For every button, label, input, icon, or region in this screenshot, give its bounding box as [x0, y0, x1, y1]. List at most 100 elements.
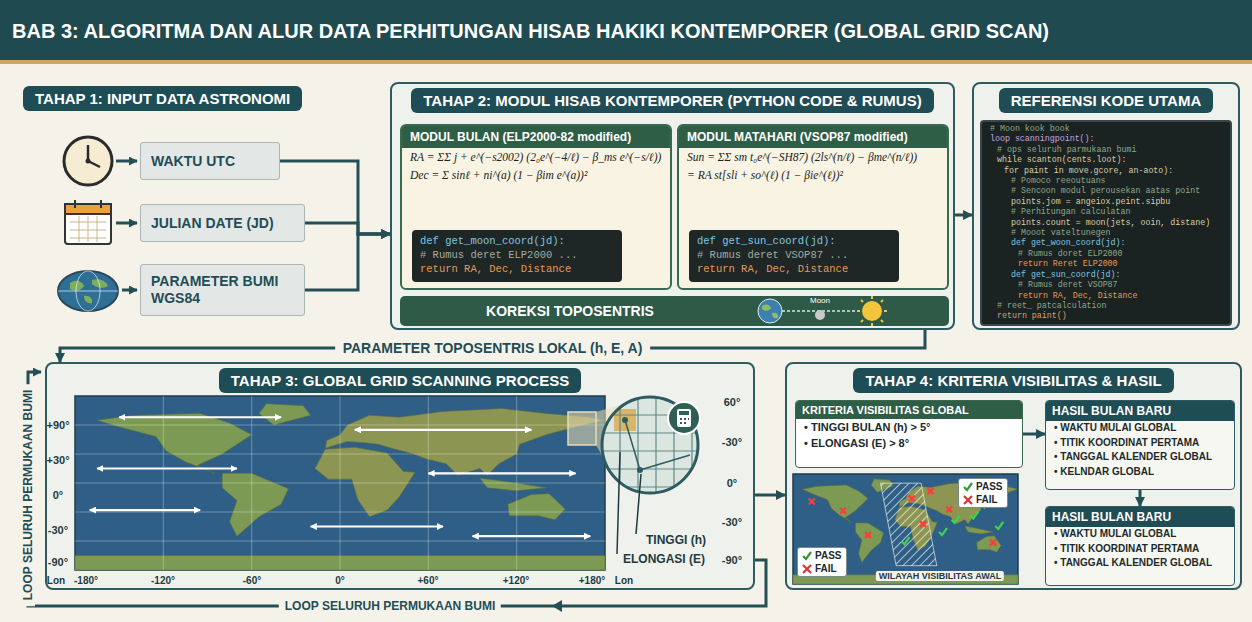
input-arrow — [116, 222, 137, 225]
topocentric-icons — [862, 301, 882, 321]
longitude-label: Lon — [47, 575, 65, 586]
world-map — [311, 525, 444, 527]
world-map — [163, 396, 164, 570]
legend-symbol — [964, 483, 972, 490]
world-map — [340, 396, 341, 570]
latitude-label: +90° — [46, 419, 69, 431]
visibility-map — [856, 523, 884, 563]
calendar-icon — [65, 204, 111, 244]
module-text: Dec = Σ sinℓ + ni^(a) (1 − βim e^(a))² — [402, 166, 670, 184]
latitude-label: -90° — [48, 556, 68, 568]
visibility-map — [909, 495, 915, 501]
zoom-callout — [602, 397, 698, 493]
input-box: PARAMETER BUMI WGS84 — [140, 264, 305, 316]
stage-heading: TAHAP 3: GLOBAL GRID SCANNING PROCESS — [219, 368, 581, 393]
calendar-icon — [100, 200, 102, 208]
visibility-map — [802, 485, 868, 523]
world-map — [90, 509, 200, 511]
module-text: MODUL BULAN (ELP2000-82 modified) — [402, 126, 670, 148]
criteria-text: • ELONGASI (E) > 8° — [796, 435, 1022, 451]
visibility-map — [871, 479, 893, 492]
visibility-map — [952, 516, 960, 523]
zoom-callout — [640, 455, 690, 470]
clock-icon — [88, 161, 100, 167]
world-map — [480, 478, 546, 491]
world-map — [97, 413, 252, 473]
visibility-map — [902, 537, 910, 544]
code-line: return RA, Dec, Distance — [986, 291, 1226, 301]
calendar-icon — [65, 200, 111, 244]
legend-symbol — [964, 496, 972, 504]
world-map — [75, 556, 605, 571]
visibility-map — [793, 479, 1018, 584]
globe-icon — [58, 291, 118, 292]
code-line: # Rumus deret VSOP87 — [986, 280, 1226, 290]
world-map — [75, 454, 605, 455]
clock-icon — [64, 137, 112, 185]
code-line: return RA, Dec, Distance — [420, 262, 614, 276]
world-map — [428, 472, 575, 474]
code-line: def get_sun_coord(jd): — [697, 234, 891, 248]
visibility-map — [809, 499, 815, 505]
result-box: HASIL BULAN BARU• WAKTU MULAI GLOBAL• TI… — [1045, 400, 1235, 490]
world-map — [325, 409, 603, 476]
result-text: • TANGGAL KALENDER GLOBAL — [1046, 450, 1234, 465]
code-line: def get_sun_coord(jd): — [986, 270, 1226, 280]
zoom-callout — [568, 395, 700, 495]
longitude-label: +120° — [503, 575, 530, 586]
result-text: • KELNDAR GLOBAL — [1046, 465, 1234, 480]
result-text: • TITIK KOORDINAT PERTAMA — [1046, 542, 1234, 557]
calendar-icon — [65, 204, 111, 214]
correction-bar: KOREKSI TOPOSENTRIS — [400, 296, 949, 326]
visibility-map — [920, 521, 926, 527]
code-line: # Sencoon modul perousekan aatas point — [986, 186, 1226, 196]
latitude-label: 0° — [727, 477, 738, 489]
legend-symbol — [802, 551, 812, 561]
longitude-label: -60° — [243, 575, 261, 586]
code-line: return paint() — [986, 311, 1226, 321]
input-label: JULIAN DATE (JD) — [151, 215, 294, 232]
page-title: BAB 3: ALGORITMA DAN ALUR DATA PERHITUNG… — [0, 0, 1252, 43]
globe-icon — [76, 271, 100, 311]
loop-arrow — [552, 600, 562, 612]
result-box: HASIL BULAN BARU• WAKTU MULAI GLOBAL• TI… — [1045, 506, 1235, 586]
topocentric-icons — [762, 305, 778, 319]
code-line: return Reret ELP2000 — [986, 259, 1226, 269]
legend-item: PASS — [963, 480, 1003, 493]
latitude-label: -30° — [48, 524, 68, 536]
callout-label: TINGGI (h) — [646, 533, 706, 547]
visibility-map — [928, 488, 934, 494]
legend-symbol — [963, 495, 973, 505]
stage-heading: TAHAP 2: MODUL HISAB KONTEMPORER (PYTHON… — [411, 88, 933, 113]
longitude-label: -120° — [151, 575, 175, 586]
legend-box: PASSFAIL — [797, 547, 847, 577]
code-line: def get_moon_coord(jd): — [420, 234, 614, 248]
visibility-map — [793, 474, 1018, 584]
code-line: loop scanningpoint(): — [986, 134, 1226, 144]
visibility-map — [881, 483, 937, 566]
flow-arrow — [305, 223, 390, 234]
flow-arrow — [280, 161, 390, 234]
world-map — [75, 483, 605, 484]
world-map — [251, 396, 252, 570]
visibility-map — [990, 539, 996, 545]
world-map — [473, 535, 591, 537]
world-map — [75, 396, 605, 570]
code-line: # Perhitungan calculatan — [986, 207, 1226, 217]
code-line: # reet_ patcalculation — [986, 301, 1226, 311]
globe-icon — [58, 271, 118, 311]
leader-line — [617, 452, 620, 554]
zoom-callout — [679, 411, 689, 415]
legend-item: PASS — [802, 549, 842, 562]
visibility-map — [939, 528, 947, 535]
world-map — [222, 473, 288, 536]
visibility-map — [977, 536, 1001, 553]
latitude-label: -30° — [722, 436, 742, 448]
result-text: • TITIK KOORDINAT PERTAMA — [1046, 436, 1234, 451]
zoom-callout — [625, 420, 640, 470]
latitude-label: 60° — [724, 396, 741, 408]
zoom-callout — [680, 418, 689, 424]
code-panel: REFERENSI KODE UTAMA# Moon kook bookloop… — [972, 82, 1240, 330]
result-text: HASIL BULAN BARU — [1046, 401, 1234, 421]
result-text: • WAKTU MULAI GLOBAL — [1046, 527, 1234, 542]
